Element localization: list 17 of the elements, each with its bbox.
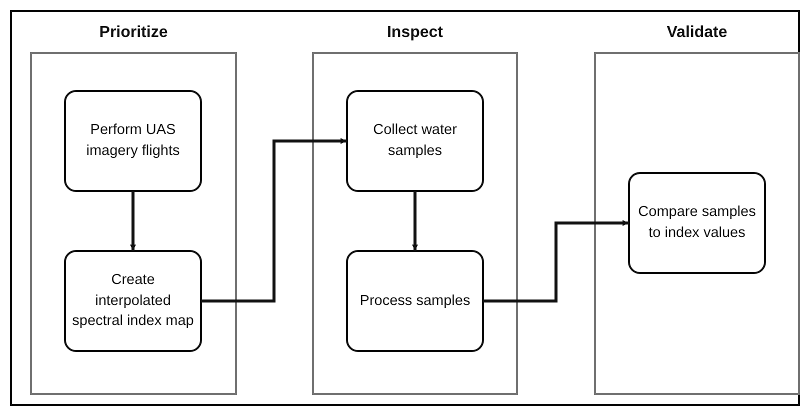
process-box bbox=[64, 250, 202, 352]
step-label: Perform UAS imagery flights bbox=[85, 121, 181, 161]
step-label: Collect water samples bbox=[372, 121, 458, 161]
step-label: Create interpolated spectral index map bbox=[72, 271, 194, 332]
arrow bbox=[484, 220, 629, 302]
lane-heading: Prioritize bbox=[98, 24, 169, 42]
arrow bbox=[412, 192, 418, 251]
process-box bbox=[64, 90, 202, 192]
arrow bbox=[130, 192, 136, 251]
process-box bbox=[346, 90, 484, 192]
step-label: Process samples bbox=[360, 292, 470, 311]
process-box bbox=[628, 172, 766, 274]
arrow bbox=[202, 138, 347, 302]
lane-heading: Validate bbox=[666, 24, 728, 42]
lane-heading: Inspect bbox=[386, 24, 444, 42]
process-box bbox=[346, 250, 484, 352]
step-label: Compare samples to index values bbox=[637, 203, 757, 243]
